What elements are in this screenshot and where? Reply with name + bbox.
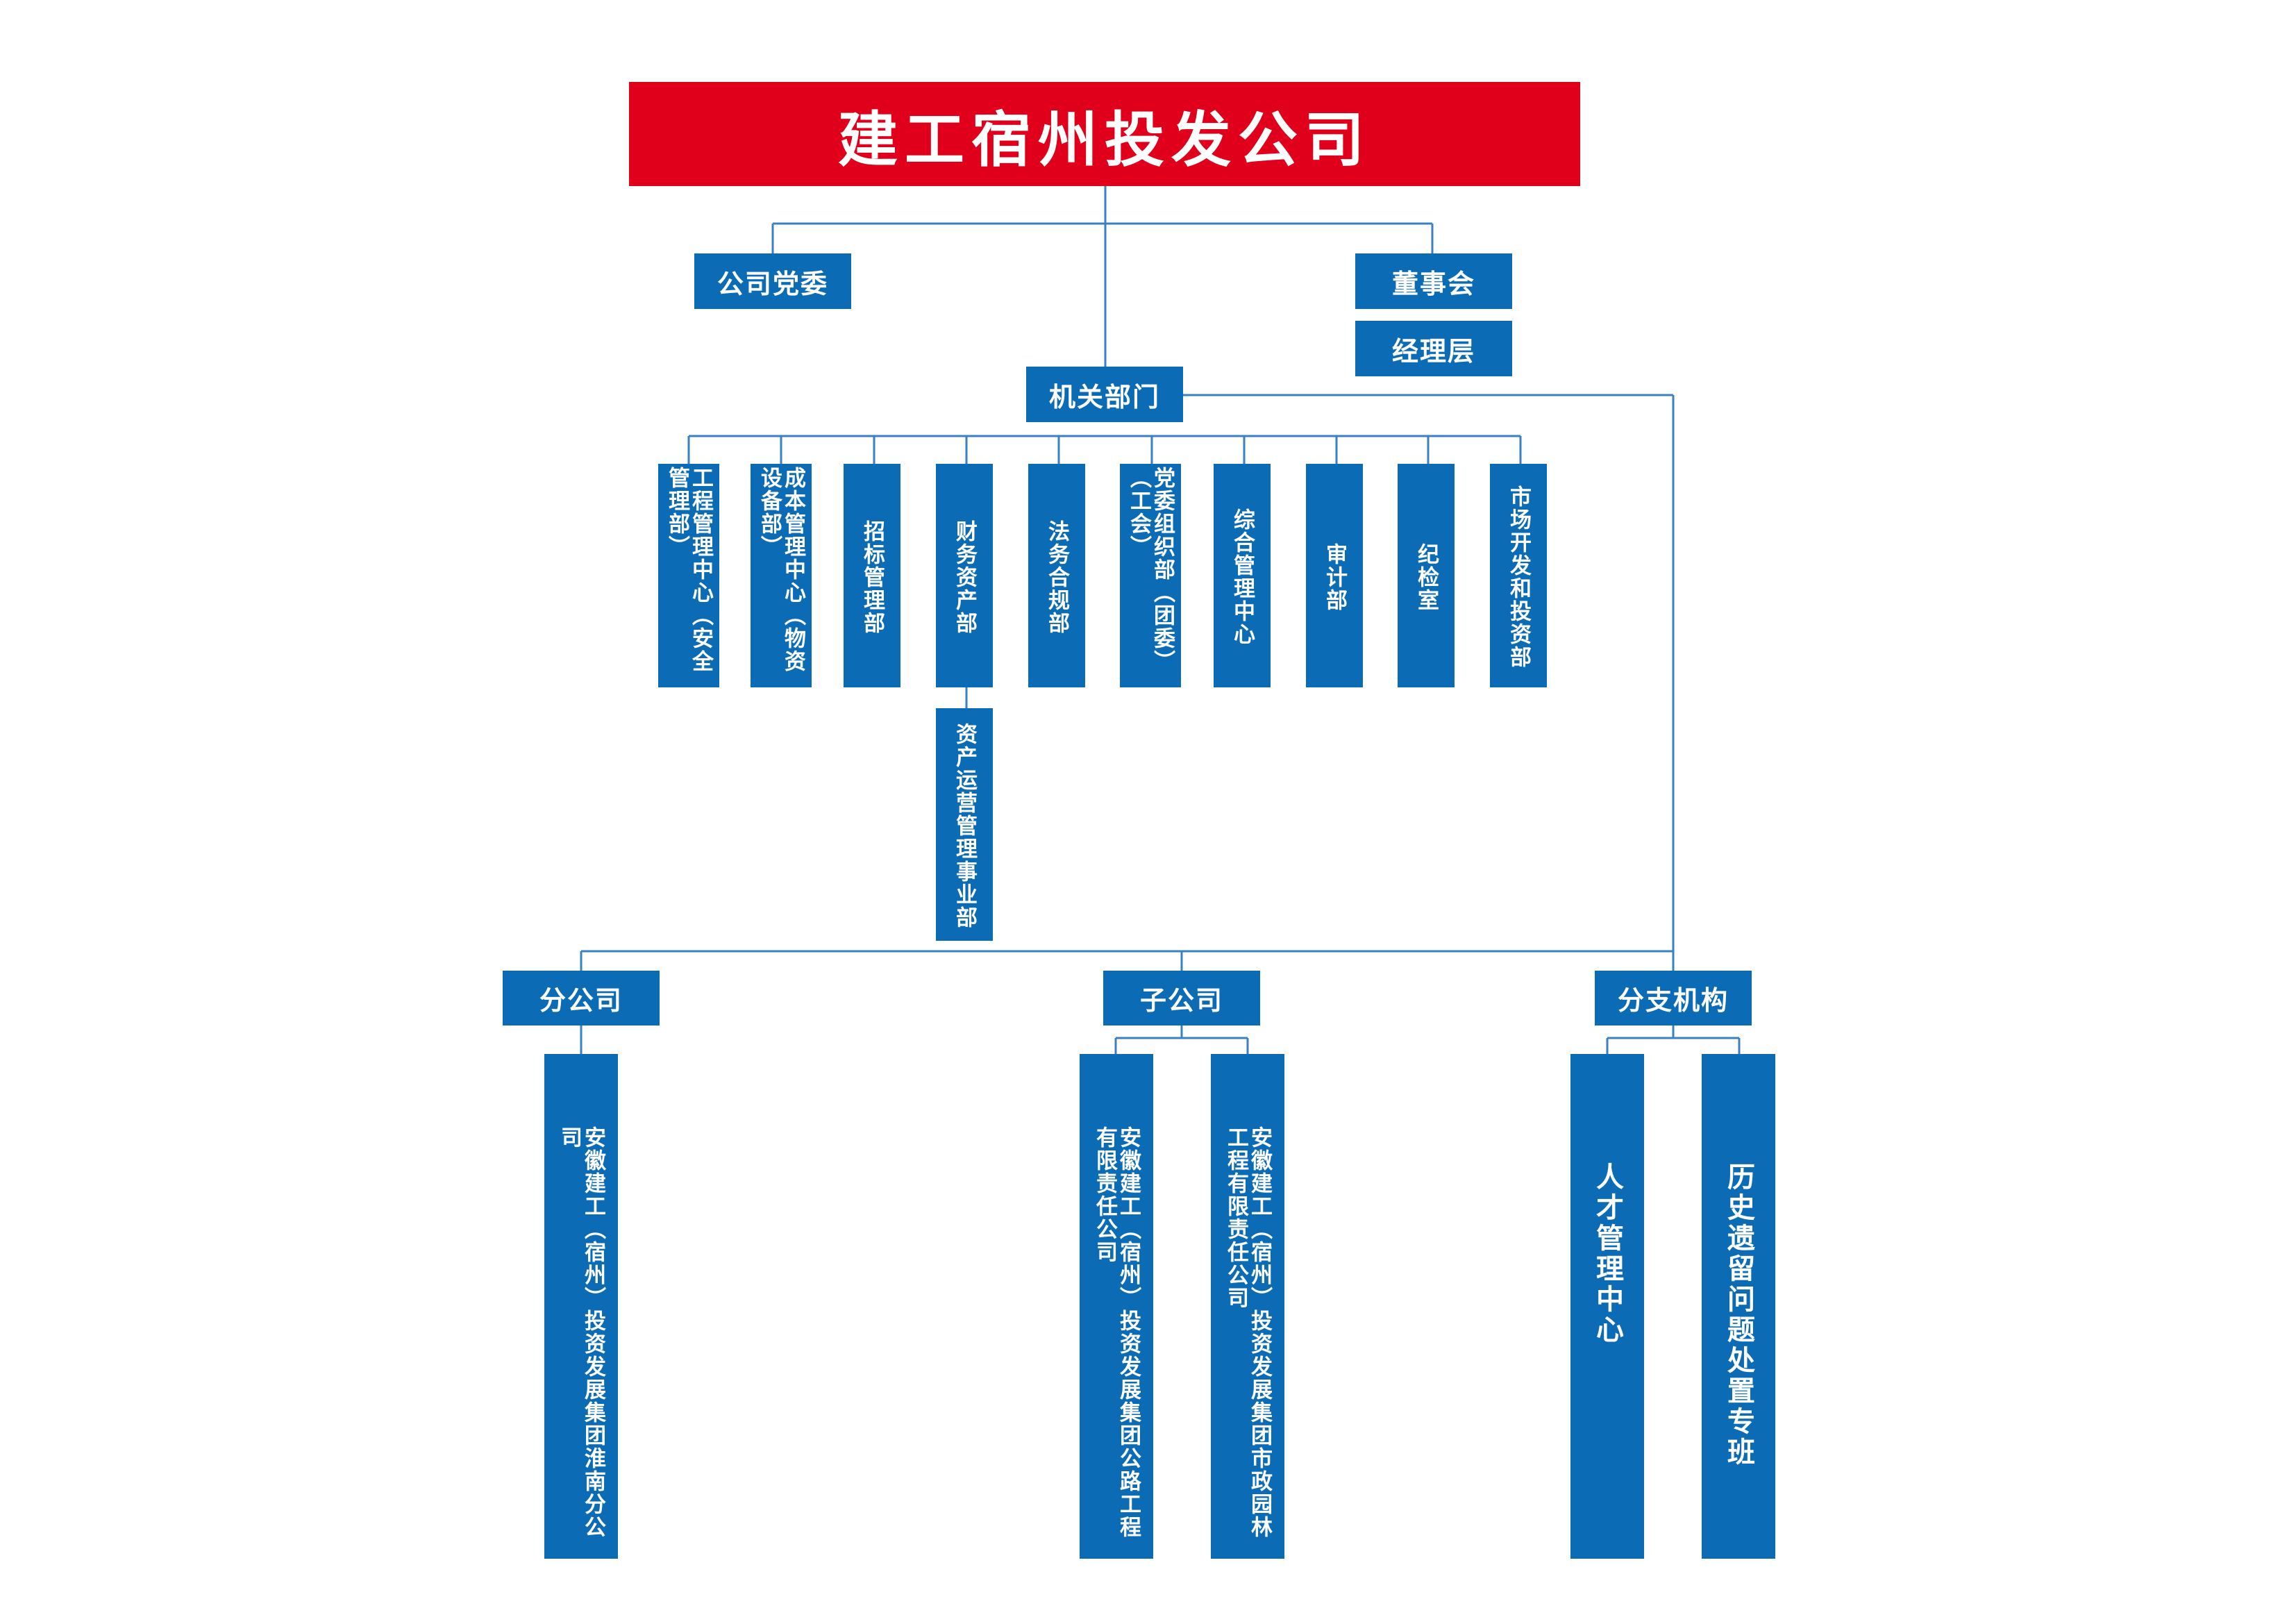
dept-cost: 成本管理中心（物资设备部） [751,464,812,687]
dept-discipline: 纪检室 [1398,464,1455,687]
dept-general: 综合管理中心 [1214,464,1271,687]
dept-party-org: 党委组织部（团委）（工会） [1120,464,1181,687]
asset-operation-division: 资产运营管理事业部 [936,708,993,941]
subsidiary-unit-municipal: 安徽建工（宿州）投资发展集团市政园林工程有限责任公司 [1211,1054,1284,1559]
subsidiary-unit-highway: 安徽建工（宿州）投资发展集团公路工程有限责任公司 [1080,1054,1153,1559]
affiliate-unit-legacy: 历史遗留问题处置专班 [1702,1054,1775,1559]
dept-audit: 审计部 [1306,464,1363,687]
dept-finance: 财务资产部 [936,464,993,687]
org-title: 建工宿州投发公司 [629,82,1580,186]
dept-tendering: 招标管理部 [844,464,900,687]
management-box: 经理层 [1355,321,1512,376]
subsidiary-header: 子公司 [1103,971,1260,1026]
affiliate-unit-talent: 人才管理中心 [1570,1054,1644,1559]
offices-box: 机关部门 [1026,367,1183,422]
affiliates-header: 分支机构 [1595,971,1752,1026]
branch-unit-huainan: 安徽建工（宿州）投资发展集团淮南分公司 [544,1054,618,1559]
board-box: 董事会 [1355,253,1512,309]
dept-engineering: 工程管理中心（安全管理部） [658,464,719,687]
party-committee-box: 公司党委 [694,253,851,309]
dept-market: 市场开发和投资部 [1490,464,1547,687]
branch-header: 分公司 [503,971,660,1026]
dept-legal: 法务合规部 [1028,464,1085,687]
